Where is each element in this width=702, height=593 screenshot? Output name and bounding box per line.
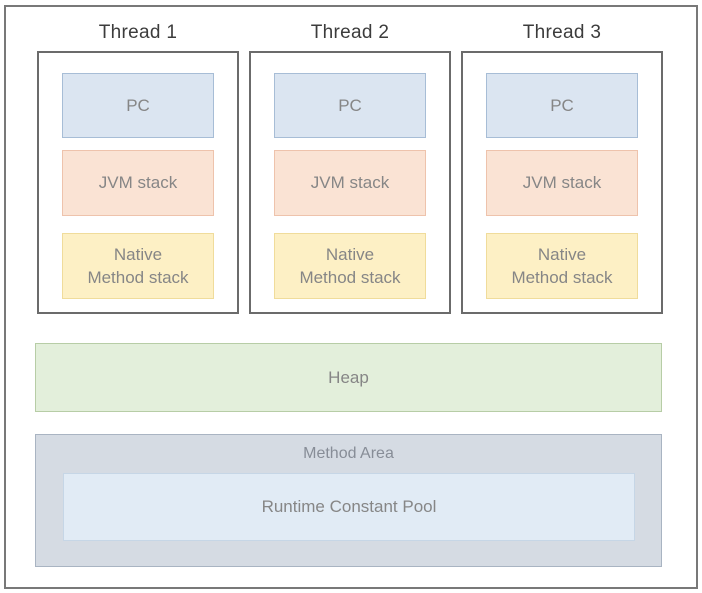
pc-label: PC	[338, 95, 362, 115]
thread-3-pc-register-box: PC	[486, 73, 638, 138]
runtime-constant-pool-box: Runtime Constant Pool	[63, 473, 635, 541]
thread-1-title: Thread 1	[98, 22, 178, 43]
thread-2-column: Thread 2 PC JVM stack Native Method stac…	[249, 14, 451, 314]
native-stack-label-line1: Native	[113, 245, 163, 264]
native-stack-label-line1: Native	[325, 245, 375, 264]
thread-2-native-method-stack-box: Native Method stack	[274, 233, 426, 299]
native-stack-label-line2: Method stack	[87, 268, 189, 287]
method-area-box: Method Area Runtime Constant Pool	[35, 434, 662, 567]
thread-2-pc-register-box: PC	[274, 73, 426, 138]
thread-3-title: Thread 3	[522, 22, 602, 43]
thread-1-box: PC JVM stack Native Method stack	[37, 51, 239, 314]
thread-2-jvm-stack-box: JVM stack	[274, 150, 426, 216]
runtime-constant-pool-label: Runtime Constant Pool	[261, 497, 437, 516]
heap-label: Heap	[328, 367, 369, 387]
thread-2-box: PC JVM stack Native Method stack	[249, 51, 451, 314]
thread-3-jvm-stack-box: JVM stack	[486, 150, 638, 216]
jvm-stack-label: JVM stack	[310, 173, 390, 192]
thread-1-native-method-stack-box: Native Method stack	[62, 233, 214, 299]
thread-3-native-method-stack-box: Native Method stack	[486, 233, 638, 299]
thread-1-column: Thread 1 PC JVM stack Native Method stac…	[37, 14, 239, 314]
jvm-stack-label: JVM stack	[98, 173, 178, 192]
thread-2-title: Thread 2	[310, 22, 390, 43]
threads-row: Thread 1 PC JVM stack Native Method stac…	[37, 14, 663, 314]
native-stack-label-line1: Native	[537, 245, 587, 264]
native-stack-label-line2: Method stack	[511, 268, 613, 287]
heap-box: Heap	[35, 343, 662, 412]
pc-label: PC	[126, 95, 150, 115]
method-area-label: Method Area	[303, 445, 394, 462]
thread-3-column: Thread 3 PC JVM stack Native Method stac…	[461, 14, 663, 314]
jvm-stack-label: JVM stack	[522, 173, 602, 192]
thread-3-box: PC JVM stack Native Method stack	[461, 51, 663, 314]
thread-1-jvm-stack-box: JVM stack	[62, 150, 214, 216]
native-stack-label-line2: Method stack	[299, 268, 401, 287]
diagram-frame: Thread 1 PC JVM stack Native Method stac…	[4, 5, 698, 589]
pc-label: PC	[550, 95, 574, 115]
thread-1-pc-register-box: PC	[62, 73, 214, 138]
